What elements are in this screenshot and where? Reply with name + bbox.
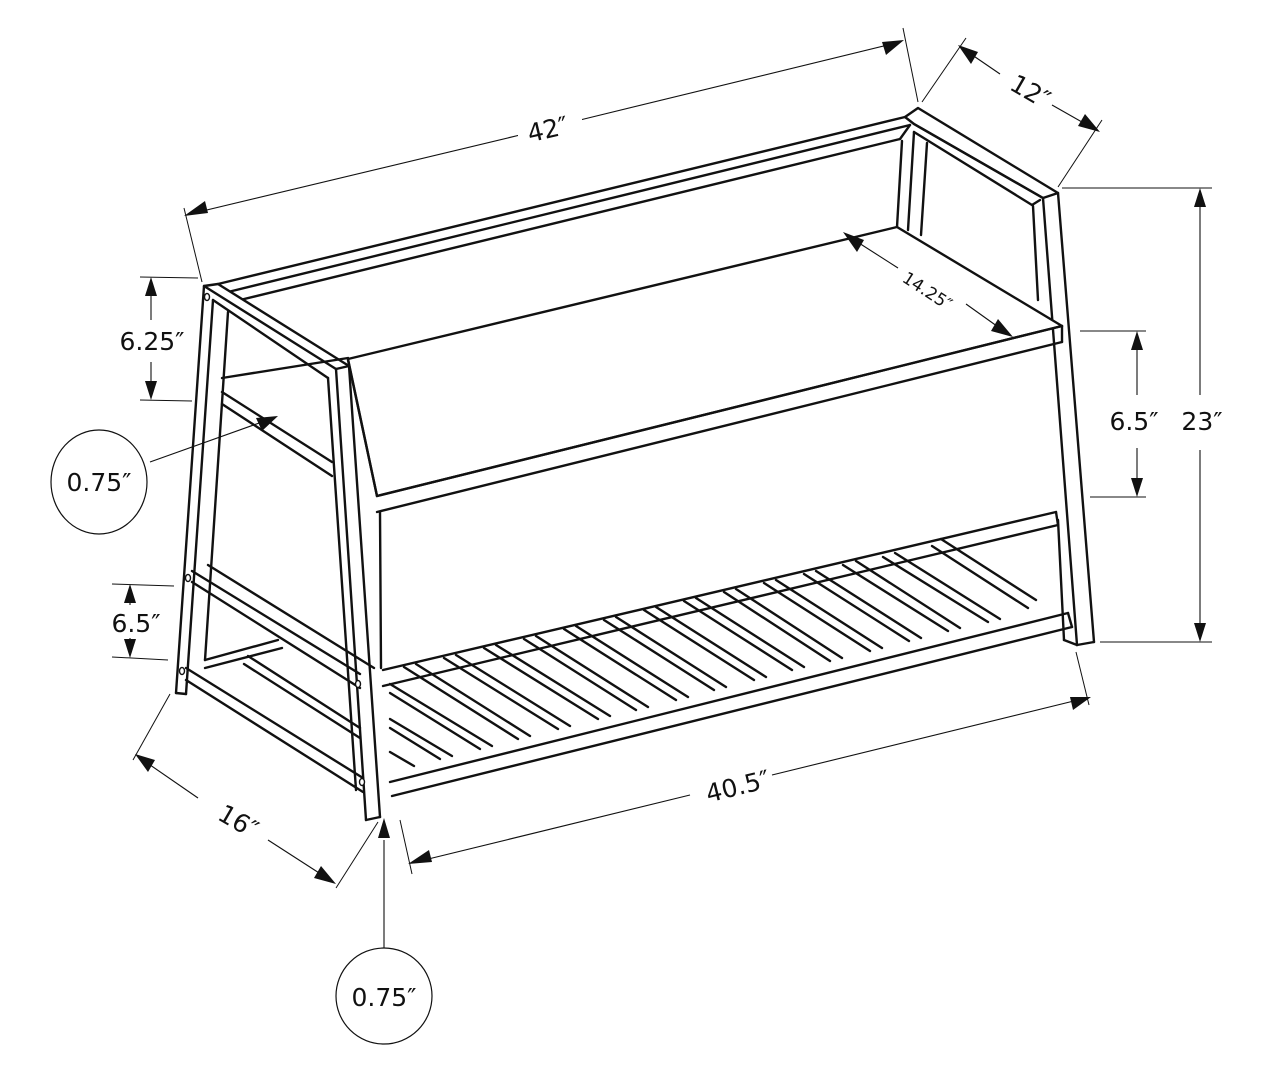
dimension-overall-width: 42″ <box>183 27 919 283</box>
screw-hole <box>354 679 362 689</box>
screw-hole <box>178 666 186 676</box>
screw-hole <box>184 573 192 583</box>
label-inner-width: 40.5″ <box>703 765 773 809</box>
right-side-frame <box>895 106 1096 647</box>
dimension-box-height: 6.5″ <box>1080 330 1159 498</box>
dimension-overall-height: 23″ <box>1062 187 1223 643</box>
callout-circle <box>335 947 433 1045</box>
label-bottom-depth: 16″ <box>213 799 263 845</box>
dimension-shelf-clearance: 6.5″ <box>111 583 175 661</box>
screw-hole <box>203 292 211 302</box>
back-top-rail <box>216 115 912 302</box>
screw-hole <box>358 777 366 787</box>
left-side-frame <box>174 282 382 822</box>
label-box-height: 6.5″ <box>1109 407 1158 436</box>
label-top-depth: 12″ <box>1005 69 1055 115</box>
storage-box <box>346 225 1064 688</box>
label-top-to-seat: 6.25″ <box>119 327 184 356</box>
callout-frame-thickness-leg: 0.75″ <box>335 818 433 1045</box>
bench-drawing <box>174 106 1096 822</box>
callout-circle <box>50 429 148 535</box>
label-overall-height: 23″ <box>1181 407 1222 436</box>
label-frame-thickness-upper: 0.75″ <box>66 468 131 497</box>
shelf-slats <box>388 537 1038 768</box>
label-shelf-clearance: 6.5″ <box>111 609 160 638</box>
callout-frame-thickness-upper: 0.75″ <box>50 416 278 535</box>
label-frame-thickness-leg: 0.75″ <box>351 983 416 1012</box>
slatted-shelf <box>388 537 1074 798</box>
dimension-top-to-seat: 6.25″ <box>119 276 199 402</box>
